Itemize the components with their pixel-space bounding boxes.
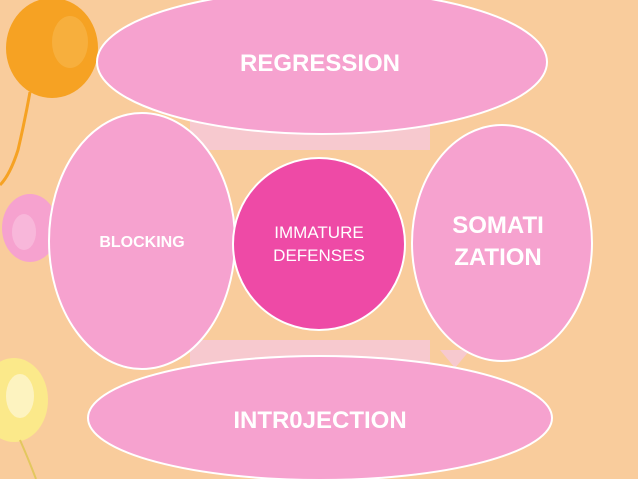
node-blocking-label: BLOCKING — [99, 234, 184, 251]
balloon-orange-icon — [0, 0, 98, 187]
node-regression: REGRESSION — [96, 0, 548, 135]
balloon-yellow-icon — [0, 358, 48, 479]
node-somatization: SOMATI ZATION — [411, 124, 593, 362]
balloon-pink-icon — [2, 194, 58, 262]
node-somatization-label-line1: SOMATI — [452, 212, 544, 239]
node-introjection: INTR0JECTION — [87, 355, 553, 479]
node-regression-label: REGRESSION — [240, 50, 400, 77]
center-node: IMMATURE DEFENSES — [232, 157, 406, 331]
center-node-label-line1: IMMATURE — [274, 223, 363, 242]
node-introjection-label: INTR0JECTION — [233, 407, 406, 434]
node-blocking: BLOCKING — [48, 112, 236, 370]
center-node-label-line2: DEFENSES — [273, 246, 365, 265]
node-somatization-label-line2: ZATION — [454, 244, 542, 271]
